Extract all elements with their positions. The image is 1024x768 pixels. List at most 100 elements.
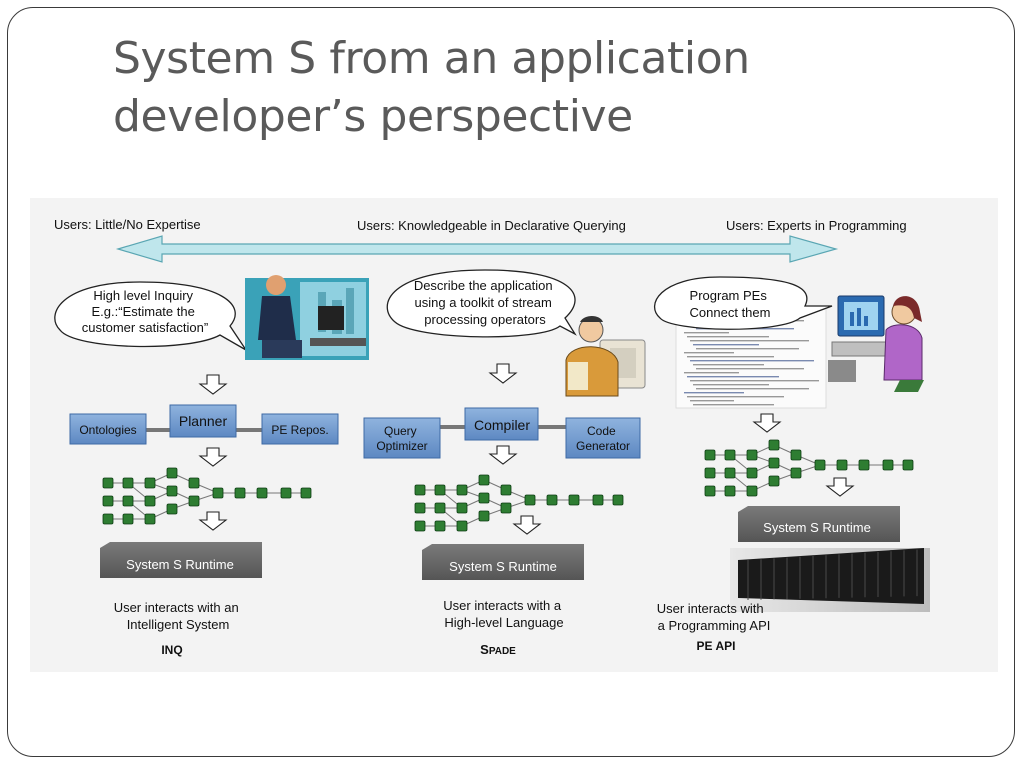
dataflow-node bbox=[300, 487, 312, 499]
dataflow-node bbox=[122, 477, 134, 489]
left-caption: User interacts with an Intelligent Syste… bbox=[114, 600, 243, 632]
dataflow-node bbox=[188, 477, 200, 489]
dataflow-node bbox=[814, 459, 826, 471]
dataflow-node bbox=[592, 494, 604, 506]
planner-box bbox=[169, 404, 237, 438]
dataflow-node bbox=[568, 494, 580, 506]
code-generator-box bbox=[565, 417, 641, 459]
dataflow-node bbox=[546, 494, 558, 506]
middle-down-arrow-3 bbox=[512, 515, 542, 535]
dataflow-node bbox=[414, 502, 426, 514]
left-runtime-box bbox=[100, 542, 262, 578]
compiler-label: Compiler bbox=[474, 417, 530, 433]
spectrum-label-center: Users: Knowledgeable in Declarative Quer… bbox=[357, 218, 626, 233]
middle-down-arrow-1 bbox=[488, 363, 518, 384]
dataflow-node bbox=[612, 494, 624, 506]
right-caption: User interacts with a Programming API bbox=[657, 601, 771, 633]
left-down-arrow-3 bbox=[198, 511, 228, 531]
dataflow-node bbox=[790, 449, 802, 461]
middle-dataflow-graph bbox=[414, 474, 624, 532]
query-optimizer-box bbox=[363, 417, 441, 459]
dataflow-node bbox=[836, 459, 848, 471]
dataflow-node bbox=[746, 467, 758, 479]
dataflow-node bbox=[102, 477, 114, 489]
dataflow-node bbox=[858, 459, 870, 471]
middle-bubble-text: Describe the application using a toolkit… bbox=[414, 278, 556, 327]
ontologies-label: Ontologies bbox=[79, 423, 136, 437]
dataflow-node bbox=[704, 449, 716, 461]
query-optimizer-label: Query Optimizer bbox=[376, 424, 427, 453]
dataflow-node bbox=[122, 495, 134, 507]
dataflow-node bbox=[434, 502, 446, 514]
dataflow-node bbox=[882, 459, 894, 471]
dataflow-node bbox=[414, 484, 426, 496]
dataflow-node bbox=[768, 439, 780, 451]
right-system-name: PE API bbox=[697, 639, 736, 653]
pe-repos-box bbox=[261, 413, 339, 445]
right-speech-bubble bbox=[654, 276, 833, 330]
dataflow-node bbox=[256, 487, 268, 499]
slide-title-line-1: System S from an application bbox=[113, 33, 750, 84]
dataflow-node bbox=[280, 487, 292, 499]
dataflow-node bbox=[434, 484, 446, 496]
middle-down-arrow-2 bbox=[488, 445, 518, 465]
dataflow-node bbox=[434, 520, 446, 532]
dataflow-node bbox=[478, 474, 490, 486]
dataflow-node bbox=[768, 457, 780, 469]
slide-frame bbox=[7, 7, 1015, 757]
dataflow-node bbox=[144, 495, 156, 507]
left-bubble-text: High level Inquiry E.g.:“Estimate the cu… bbox=[82, 288, 208, 335]
planner-label: Planner bbox=[179, 413, 228, 429]
dataflow-node bbox=[166, 485, 178, 497]
right-bubble-text: Program PEs Connect them bbox=[690, 288, 771, 320]
dataflow-node bbox=[122, 513, 134, 525]
left-runtime-label: System S Runtime bbox=[126, 557, 234, 572]
programmer-illustration bbox=[828, 295, 924, 392]
middle-speech-bubble bbox=[386, 269, 577, 338]
ontologies-box bbox=[69, 413, 147, 445]
pe-repos-label: PE Repos. bbox=[271, 423, 328, 437]
middle-runtime-label: System S Runtime bbox=[449, 559, 557, 574]
developer-illustration bbox=[565, 316, 646, 397]
dataflow-node bbox=[102, 513, 114, 525]
expertise-spectrum-arrow bbox=[115, 235, 839, 263]
spectrum-label-right: Users: Experts in Programming bbox=[726, 218, 907, 233]
dataflow-node bbox=[414, 520, 426, 532]
dataflow-node bbox=[768, 475, 780, 487]
left-down-arrow-2 bbox=[198, 447, 228, 467]
dataflow-node bbox=[212, 487, 224, 499]
server-rack-photo bbox=[730, 548, 930, 612]
dataflow-node bbox=[902, 459, 914, 471]
dataflow-node bbox=[500, 484, 512, 496]
office-worker-illustration bbox=[245, 275, 369, 360]
left-dataflow-graph bbox=[102, 467, 312, 525]
dataflow-node bbox=[724, 449, 736, 461]
dataflow-node bbox=[478, 510, 490, 522]
left-system-name: INQ bbox=[161, 643, 182, 657]
dataflow-node bbox=[500, 502, 512, 514]
code-generator-label: Code Generator bbox=[576, 424, 630, 453]
dataflow-node bbox=[144, 513, 156, 525]
dataflow-node bbox=[144, 477, 156, 489]
dataflow-node bbox=[724, 485, 736, 497]
dataflow-node bbox=[724, 467, 736, 479]
dataflow-node bbox=[456, 484, 468, 496]
dataflow-node bbox=[234, 487, 246, 499]
dataflow-node bbox=[102, 495, 114, 507]
middle-system-name: SPADE bbox=[480, 642, 516, 657]
right-dataflow-graph bbox=[704, 439, 914, 497]
dataflow-node bbox=[456, 502, 468, 514]
dataflow-node bbox=[478, 492, 490, 504]
dataflow-node bbox=[704, 467, 716, 479]
dataflow-node bbox=[524, 494, 536, 506]
slide-title-line-2: developer’s perspective bbox=[113, 91, 633, 142]
left-down-arrow-1 bbox=[198, 374, 228, 395]
right-down-arrow-2 bbox=[825, 477, 855, 497]
dataflow-node bbox=[166, 503, 178, 515]
slide-title: System S from an application developer’s… bbox=[113, 30, 833, 146]
dataflow-node bbox=[790, 467, 802, 479]
right-runtime-label: System S Runtime bbox=[763, 520, 871, 535]
middle-runtime-box bbox=[422, 544, 584, 580]
dataflow-node bbox=[704, 485, 716, 497]
